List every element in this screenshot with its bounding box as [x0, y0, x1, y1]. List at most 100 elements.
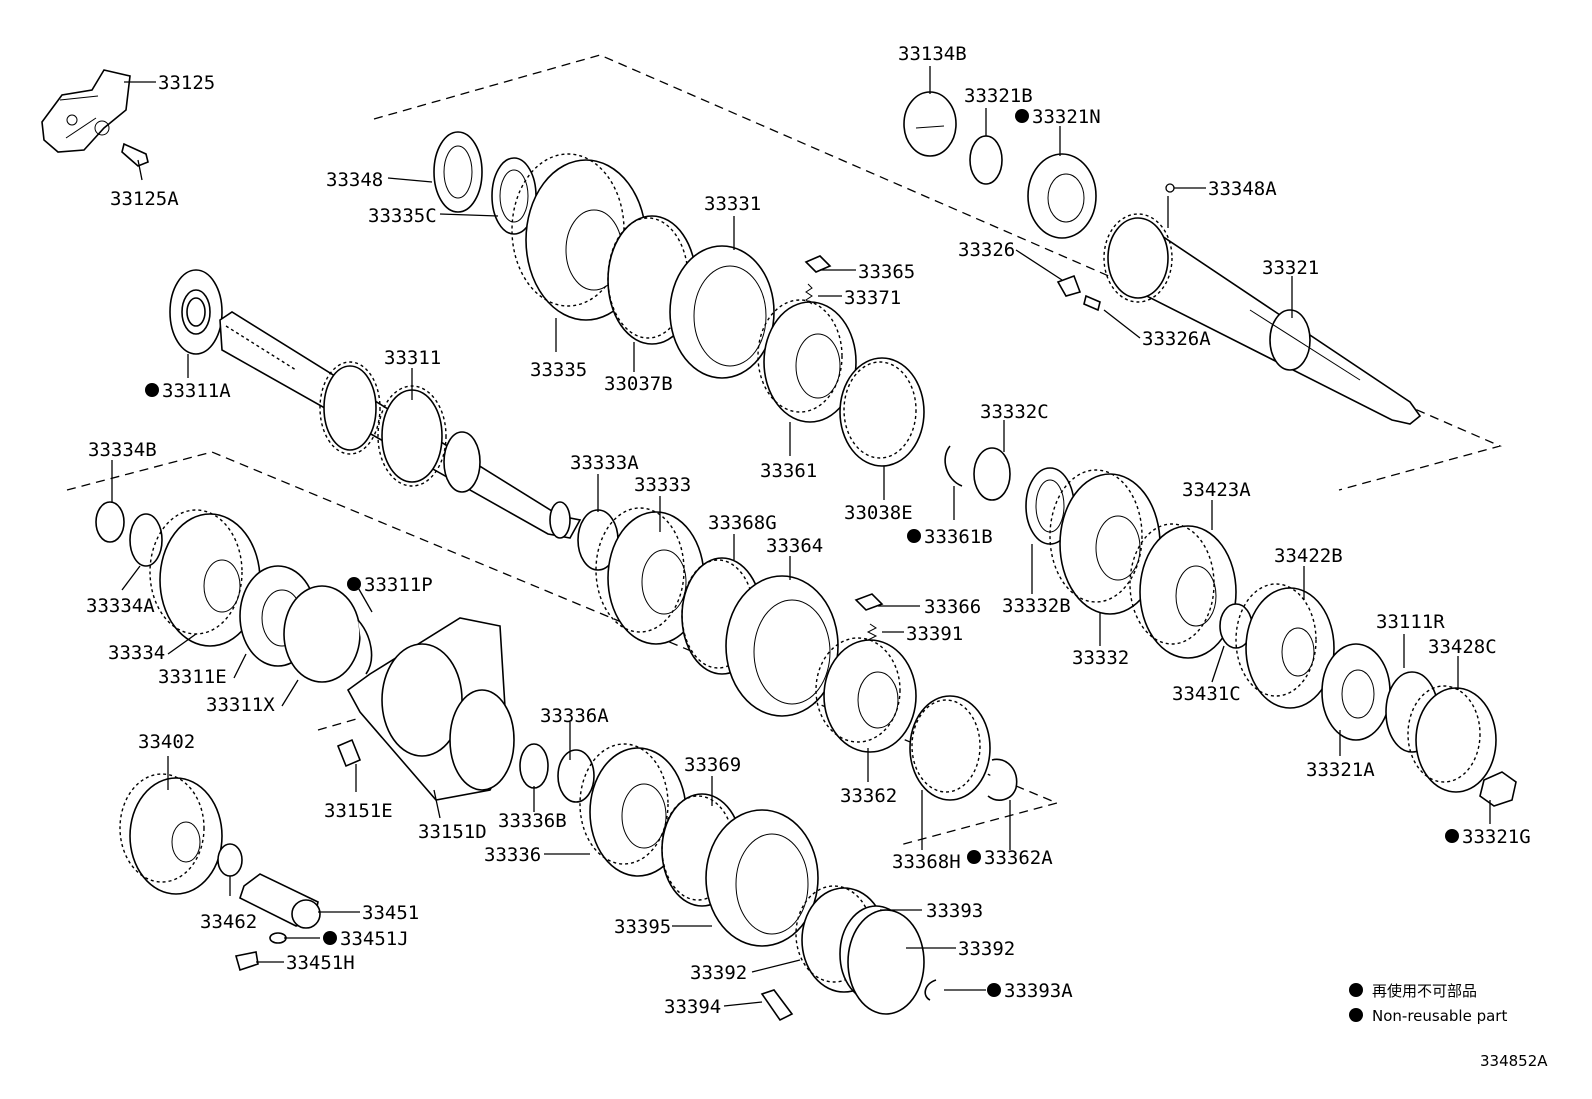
label-33462: 33462 [200, 911, 257, 933]
label-33391: 33391 [906, 623, 963, 645]
label-33311P: 33311P [364, 574, 433, 596]
hub-33361-drawing [757, 299, 857, 423]
part-labels: 33125 33125A 33348 33335C 33331 33134B 3… [86, 43, 1531, 1018]
plate-33151D-drawing [346, 617, 515, 801]
bearing-33334A-drawing [129, 513, 163, 567]
shaft-33451-drawing [239, 873, 321, 929]
bearing-33335C-drawing [491, 157, 537, 235]
ring-33368H-drawing [909, 695, 991, 801]
label-33332B: 33332B [1002, 595, 1071, 617]
legend-text-english: Non-reusable part [1372, 1007, 1507, 1025]
label-33334A: 33334A [86, 595, 155, 617]
bearing-33336A-drawing [557, 749, 595, 803]
label-33321G: 33321G [1462, 826, 1531, 848]
label-33037B: 33037B [604, 373, 673, 395]
label-33392: 33392 [690, 962, 747, 984]
label-33348: 33348 [326, 169, 383, 191]
legend-marker-japanese [1349, 983, 1363, 997]
label-33151D: 33151D [418, 821, 487, 843]
label-33422B: 33422B [1274, 545, 1343, 567]
label-33125A: 33125A [110, 188, 179, 210]
ring-33336B-drawing [519, 743, 549, 789]
ring-33332C-drawing [973, 447, 1011, 501]
label-33333: 33333 [634, 474, 691, 496]
label-33361: 33361 [760, 460, 817, 482]
label-33038E: 33038E [844, 502, 913, 524]
sleeve-33395-drawing [705, 809, 819, 947]
bolt-33326A-drawing [1083, 294, 1101, 312]
label-33451: 33451 [362, 902, 419, 924]
non-reusable-marker-33451J [323, 931, 337, 945]
legend: 再使用不可部品 Non-reusable part [1349, 982, 1507, 1025]
label-33348A: 33348A [1208, 178, 1277, 200]
label-33125: 33125 [158, 72, 215, 94]
label-33423A: 33423A [1182, 479, 1251, 501]
plate-33134B-drawing [903, 91, 957, 157]
label-33336A: 33336A [540, 705, 609, 727]
label-33334B: 33334B [88, 439, 157, 461]
label-33331: 33331 [704, 193, 761, 215]
input-shaft-33311-drawing [219, 311, 582, 539]
label-33335: 33335 [530, 359, 587, 381]
non-reusable-marker-33311P [347, 577, 361, 591]
bolt-33151E-drawing [336, 738, 362, 768]
label-33451J: 33451J [340, 928, 409, 950]
key-33366-drawing [854, 593, 884, 611]
label-33332C: 33332C [980, 401, 1049, 423]
ring-33038E-drawing [839, 357, 925, 467]
pointer-dot-33348A [1165, 183, 1175, 193]
label-33393: 33393 [926, 900, 983, 922]
group-outline-lower-inner [317, 717, 361, 731]
ring-33392-outer-drawing [847, 909, 925, 1015]
label-33151E: 33151E [324, 800, 393, 822]
gear-33333-drawing [595, 507, 705, 645]
bearing-33321A-drawing [1321, 643, 1391, 741]
label-33134B: 33134B [898, 43, 967, 65]
non-reusable-marker-33311A [145, 383, 159, 397]
sleeve-33331-drawing [669, 245, 775, 379]
gear-33423A-drawing [1129, 523, 1237, 659]
gear-33402-drawing [119, 773, 223, 895]
label-33336B: 33336B [498, 810, 567, 832]
bolt-33451H-drawing [234, 951, 259, 972]
bearing-33321N-drawing [1027, 153, 1097, 239]
figure-id: 334852A [1480, 1052, 1548, 1070]
key-33365-drawing [804, 255, 832, 273]
snap-ring-33311X-drawing [283, 585, 361, 683]
label-33333A: 33333A [570, 452, 639, 474]
label-33336: 33336 [484, 844, 541, 866]
leader-lines [111, 66, 1491, 1007]
race-33348-drawing [433, 131, 483, 213]
label-33311A: 33311A [162, 380, 231, 402]
gear-33428C-drawing [1407, 685, 1497, 793]
sleeve-33364-drawing [725, 575, 839, 717]
washer-33462-drawing [217, 843, 243, 877]
label-33368G: 33368G [708, 512, 777, 534]
label-33371: 33371 [844, 287, 901, 309]
label-33335C: 33335C [368, 205, 437, 227]
label-33451H: 33451H [286, 952, 355, 974]
bearing-33311A-drawing [169, 269, 223, 355]
label-33361B: 33361B [924, 526, 993, 548]
label-33392: 33392 [958, 938, 1015, 960]
label-33366: 33366 [924, 596, 981, 618]
label-33365: 33365 [858, 261, 915, 283]
snap-ring-33361B-drawing [944, 445, 963, 487]
label-33368H: 33368H [892, 851, 961, 873]
non-reusable-marker-33393A [987, 983, 1001, 997]
label-33332: 33332 [1072, 647, 1129, 669]
nut-33321G-drawing [1479, 771, 1517, 807]
label-33321B: 33321B [964, 85, 1033, 107]
label-33321A: 33321A [1306, 759, 1375, 781]
hub-33362-drawing [815, 637, 917, 753]
non-reusable-marker-33321G [1445, 829, 1459, 843]
label-33326A: 33326A [1142, 328, 1211, 350]
output-shaft-33321-drawing [1103, 213, 1422, 425]
snap-ring-33321B-drawing [969, 135, 1003, 185]
label-33394: 33394 [664, 996, 721, 1018]
label-33393A: 33393A [1004, 980, 1073, 1002]
lock-33326-drawing [1056, 274, 1082, 297]
key-33394-drawing [760, 989, 794, 1022]
gear-33422B-drawing [1235, 583, 1335, 709]
